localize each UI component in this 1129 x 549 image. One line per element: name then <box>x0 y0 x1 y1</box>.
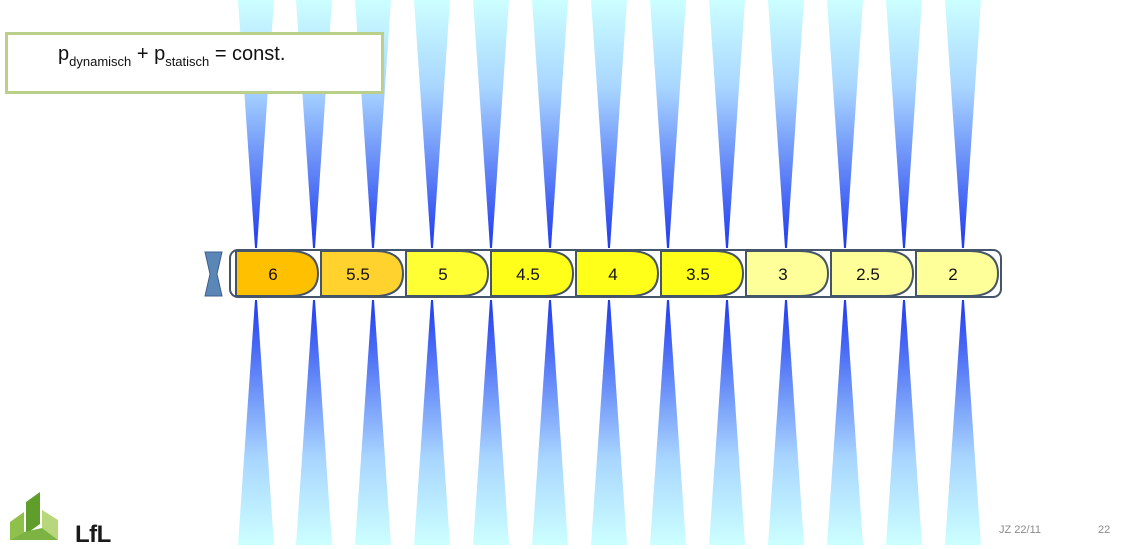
flow-ray-bottom <box>768 300 804 545</box>
flow-ray-top <box>827 0 863 248</box>
valve-icon <box>204 251 223 297</box>
lfl-logo-icon <box>10 492 58 540</box>
flow-ray-top <box>768 0 804 248</box>
pressure-segment: 5 <box>405 250 490 297</box>
flow-ray-top <box>414 0 450 248</box>
flow-ray-bottom <box>296 300 332 545</box>
pressure-segment: 5.5 <box>320 250 405 297</box>
logo-text: LfL <box>75 521 111 548</box>
formula-plus: + <box>131 43 155 65</box>
segment-shape <box>575 250 660 297</box>
pressure-segment: 2.5 <box>830 250 915 297</box>
pressure-segment: 2 <box>915 250 1000 297</box>
flow-ray-bottom <box>650 300 686 545</box>
formula-sub-dynamisch: dynamisch <box>69 54 132 69</box>
segment-label: 3.5 <box>686 265 710 284</box>
formula-p1: p <box>58 43 70 65</box>
segment-label: 2.5 <box>856 265 880 284</box>
flow-ray-bottom <box>473 300 509 545</box>
segment-shape <box>490 250 575 297</box>
pressure-segment: 3 <box>745 250 830 297</box>
segment-shape <box>830 250 915 297</box>
flow-ray-top <box>591 0 627 248</box>
flow-ray-bottom <box>414 300 450 545</box>
segment-shape <box>745 250 830 297</box>
pressure-segment: 3.5 <box>660 250 745 297</box>
flow-ray-top <box>945 0 981 248</box>
flow-ray-top <box>473 0 509 248</box>
pressure-segment: 4.5 <box>490 250 575 297</box>
segment-label: 5.5 <box>346 265 370 284</box>
flow-ray-top <box>886 0 922 248</box>
bernoulli-formula: pdynamisch + pstatisch = const. <box>58 43 285 69</box>
segment-shape <box>660 250 745 297</box>
segment-shape <box>320 250 405 297</box>
flow-ray-bottom <box>945 300 981 545</box>
pressure-segments: 6 5.5 5 4.5 4 3.5 3 2.5 2 <box>235 250 1000 297</box>
segment-label: 6 <box>268 265 277 284</box>
pressure-segment: 4 <box>575 250 660 297</box>
pressure-segment: 6 <box>235 250 320 297</box>
segment-shape <box>405 250 490 297</box>
flow-ray-bottom <box>355 300 391 545</box>
flow-ray-bottom <box>532 300 568 545</box>
segment-label: 2 <box>948 265 957 284</box>
flow-ray-bottom <box>709 300 745 545</box>
flow-ray-top <box>532 0 568 248</box>
segment-label: 3 <box>778 265 787 284</box>
flow-ray-bottom <box>827 300 863 545</box>
page-number: 22 <box>1098 524 1111 536</box>
formula-p2: p <box>154 43 166 65</box>
flow-ray-bottom <box>238 300 274 545</box>
segment-shape <box>235 250 320 297</box>
segment-label: 5 <box>438 265 447 284</box>
flow-ray-top <box>709 0 745 248</box>
formula-sub-statisch: statisch <box>165 54 210 69</box>
flow-ray-bottom <box>591 300 627 545</box>
flow-ray-top <box>650 0 686 248</box>
flow-rays-top <box>238 0 981 248</box>
flow-ray-bottom <box>886 300 922 545</box>
formula-rhs: = const. <box>209 43 286 65</box>
formula-box: pdynamisch + pstatisch = const. <box>5 32 384 94</box>
segment-shape <box>915 250 1000 297</box>
segment-label: 4.5 <box>516 265 540 284</box>
segment-label: 4 <box>608 265 617 284</box>
flow-rays-bottom <box>238 300 981 545</box>
footer-code: JZ 22/11 <box>999 524 1041 536</box>
